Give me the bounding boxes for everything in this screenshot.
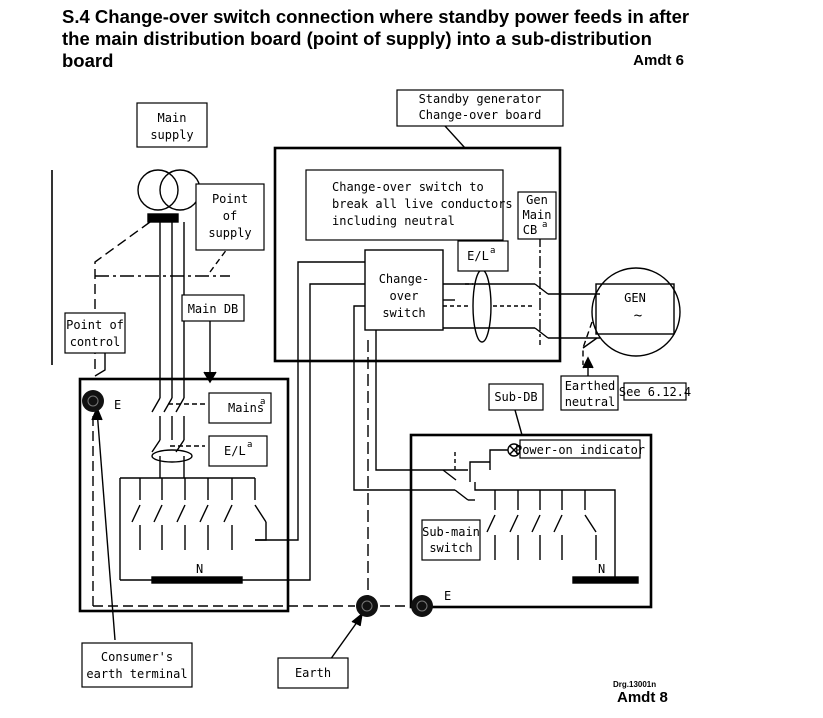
changeover-switch-box (364, 249, 444, 331)
changeover-label-2: over (390, 289, 419, 303)
gen-ac-symbol: ~ (634, 308, 642, 324)
board-el-toroid (472, 269, 492, 343)
main-db-enclosure (78, 377, 290, 613)
earth-terminals (82, 390, 433, 617)
main-db-label: Main DB (188, 302, 239, 316)
generator-circle (591, 267, 681, 357)
changeover-label-3: switch (382, 306, 425, 320)
earthed-neutral-label-2: neutral (565, 395, 616, 409)
point-of-supply-label-1: Point (212, 192, 248, 206)
consumer-earth-label-2: earth terminal (86, 667, 187, 681)
main-el-sup: a (247, 440, 252, 450)
footer-amendment: Amdt 8 (617, 689, 668, 706)
gen-main-cb-label-3: CB (523, 223, 537, 237)
main-neutral-bar (151, 576, 243, 584)
standby-label-1: Standby generator (419, 92, 542, 106)
point-of-supply-label-3: supply (208, 226, 251, 240)
earth-label: Earth (295, 666, 331, 680)
changeover-label-1: Change- (379, 272, 430, 286)
supply-busbar (147, 213, 179, 223)
changeover-board-enclosure (273, 146, 562, 363)
cos-note-2: break all live conductors (332, 197, 513, 211)
sub-db-enclosure (409, 433, 653, 609)
main-supply-label-2: supply (150, 128, 193, 142)
point-of-supply-label-2: of (223, 209, 237, 223)
sub-earth-letter: E (444, 589, 451, 603)
main-supply-label-1: Main (158, 111, 187, 125)
sub-main-label-1: Sub-main (422, 525, 480, 539)
board-el-label: E/L (467, 249, 489, 263)
sub-neutral-bar (572, 576, 639, 584)
main-el-toroid (151, 449, 193, 463)
drawing-reference: Drg.13001n (613, 680, 657, 689)
standby-label-2: Change-over board (419, 108, 542, 122)
gen-main-cb-sup: a (542, 220, 547, 230)
mains-label: Mains (228, 401, 264, 415)
sub-db-label: Sub-DB (494, 390, 537, 404)
sub-earth-terminal-icon (411, 595, 433, 617)
main-earth-terminal-icon (82, 390, 104, 412)
sub-main-label-2: switch (429, 541, 472, 555)
cos-note-3: including neutral (332, 214, 455, 228)
power-on-label: Power-on indicator (515, 443, 645, 457)
diagram-title: S.4 Change-over switch connection where … (62, 6, 702, 72)
gen-label: GEN (624, 291, 646, 305)
transformer-coil-1 (137, 169, 179, 211)
point-of-control-label-2: control (70, 335, 121, 349)
sub-neutral-letter: N (598, 562, 605, 576)
title-text: S.4 Change-over switch connection where … (62, 6, 690, 71)
gen-main-cb-label-2: Main (523, 208, 552, 222)
gen-main-cb-label-1: Gen (526, 193, 548, 207)
title-amendment: Amdt 6 (633, 52, 684, 69)
cos-note-1: Change-over switch to (332, 180, 484, 194)
main-el-label: E/L (224, 444, 246, 458)
board-el-sup: a (490, 246, 495, 256)
main-neutral-letter: N (196, 562, 203, 576)
point-of-control-label-1: Point of (66, 318, 124, 332)
generator-box (595, 283, 675, 335)
mains-sup: a (260, 397, 265, 407)
earthed-neutral-label-1: Earthed (565, 379, 616, 393)
see-reference: See 6.12.4 (619, 385, 691, 399)
earth-electrode-icon (356, 595, 378, 617)
consumer-earth-label-1: Consumer's (101, 650, 173, 664)
main-earth-letter: E (114, 398, 121, 412)
transformer-coil-2 (159, 169, 201, 211)
